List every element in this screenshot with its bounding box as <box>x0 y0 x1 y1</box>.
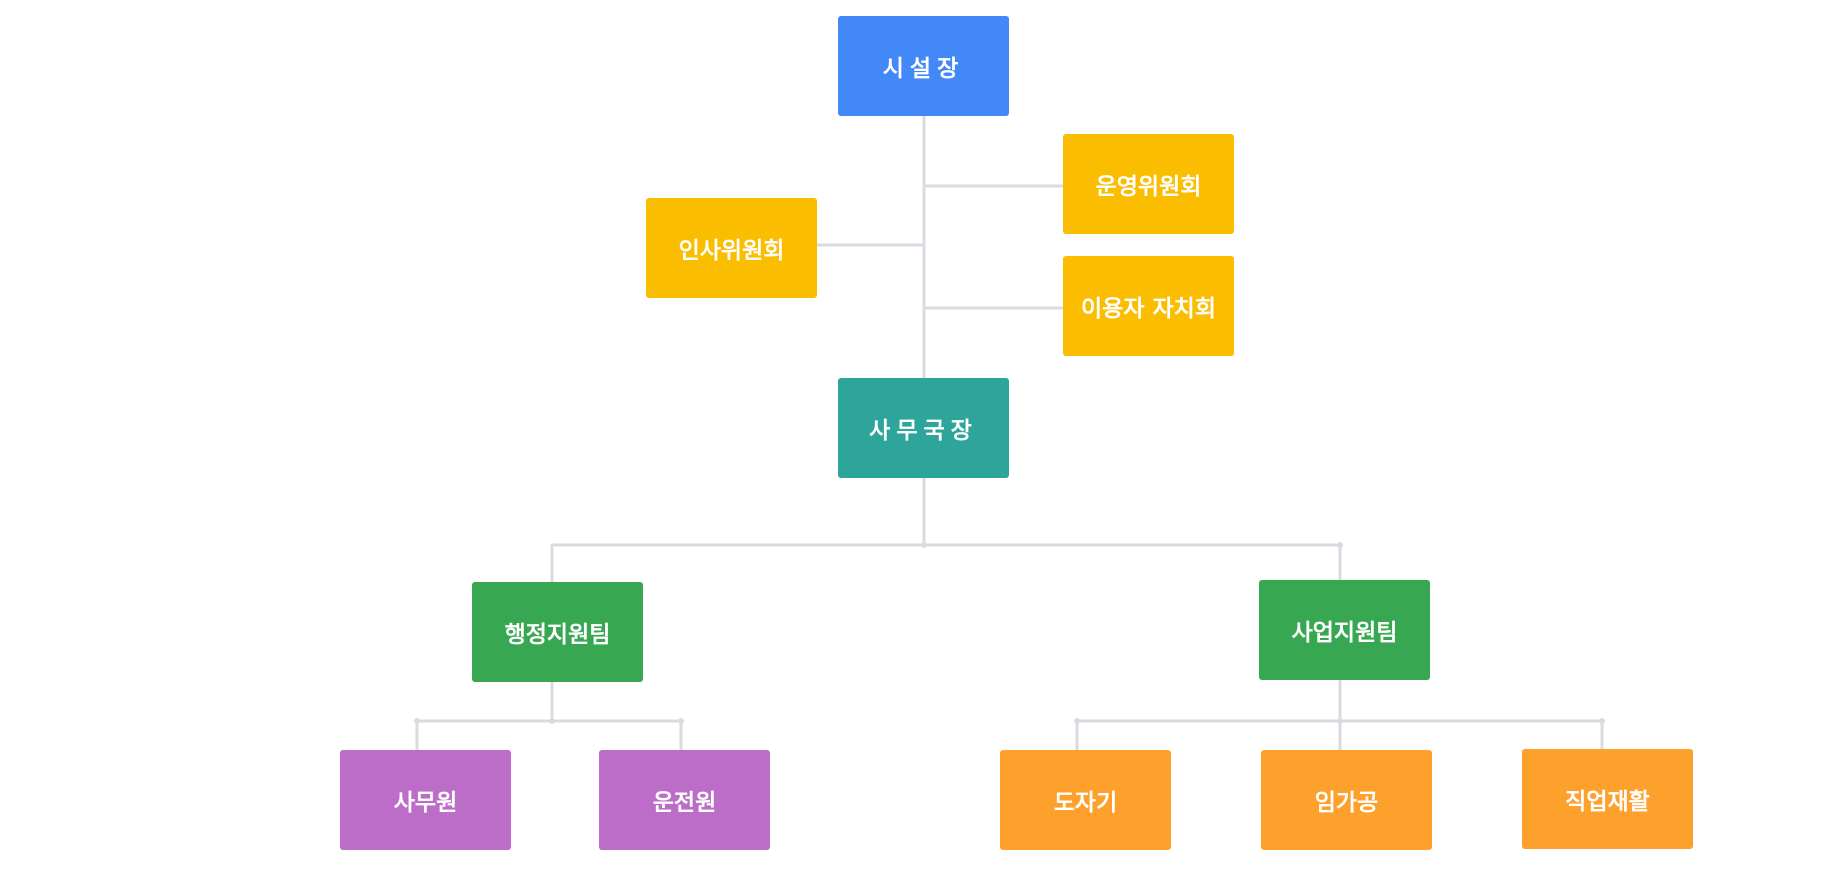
director-general-label: 시설장 <box>882 56 965 82</box>
secretary-general-box: 사무국장 <box>838 378 1009 478</box>
pottery-box: 도자기 <box>1000 750 1171 850</box>
junction-dot <box>1599 718 1605 724</box>
vocational-rehab-label: 직업재활 <box>1565 789 1650 815</box>
business-support-team-box: 사업지원팀 <box>1259 580 1430 680</box>
user-council-box: 이용자 자치회 <box>1063 256 1234 356</box>
junction-dot <box>1337 718 1343 724</box>
admin-support-team-box: 행정지원팀 <box>472 582 643 682</box>
junction-dot <box>549 718 555 724</box>
junction-dot <box>678 718 684 724</box>
user-council-label: 이용자 자치회 <box>1081 296 1216 322</box>
office-worker-box: 사무원 <box>340 750 511 850</box>
office-worker-label: 사무원 <box>393 790 458 816</box>
secretary-general-label: 사무국장 <box>869 418 978 444</box>
junction-dot <box>921 542 927 548</box>
business-support-team-label: 사업지원팀 <box>1291 620 1398 646</box>
pottery-label: 도자기 <box>1053 790 1118 816</box>
admin-support-team-label: 행정지원팀 <box>504 622 611 648</box>
driver-box: 운전원 <box>599 750 770 850</box>
junction-dot <box>414 718 420 724</box>
operating-committee-label: 운영위원회 <box>1095 174 1202 200</box>
director-general-box: 시설장 <box>838 16 1009 116</box>
vocational-rehab-box: 직업재활 <box>1522 749 1693 849</box>
junction-dot <box>1074 718 1080 724</box>
subcontracting-label: 임가공 <box>1314 790 1379 816</box>
driver-label: 운전원 <box>652 790 717 816</box>
personnel-committee-label: 인사위원회 <box>678 238 785 264</box>
operating-committee-box: 운영위원회 <box>1063 134 1234 234</box>
subcontracting-box: 임가공 <box>1261 750 1432 850</box>
junction-dot <box>1337 542 1343 548</box>
personnel-committee-box: 인사위원회 <box>646 198 817 298</box>
